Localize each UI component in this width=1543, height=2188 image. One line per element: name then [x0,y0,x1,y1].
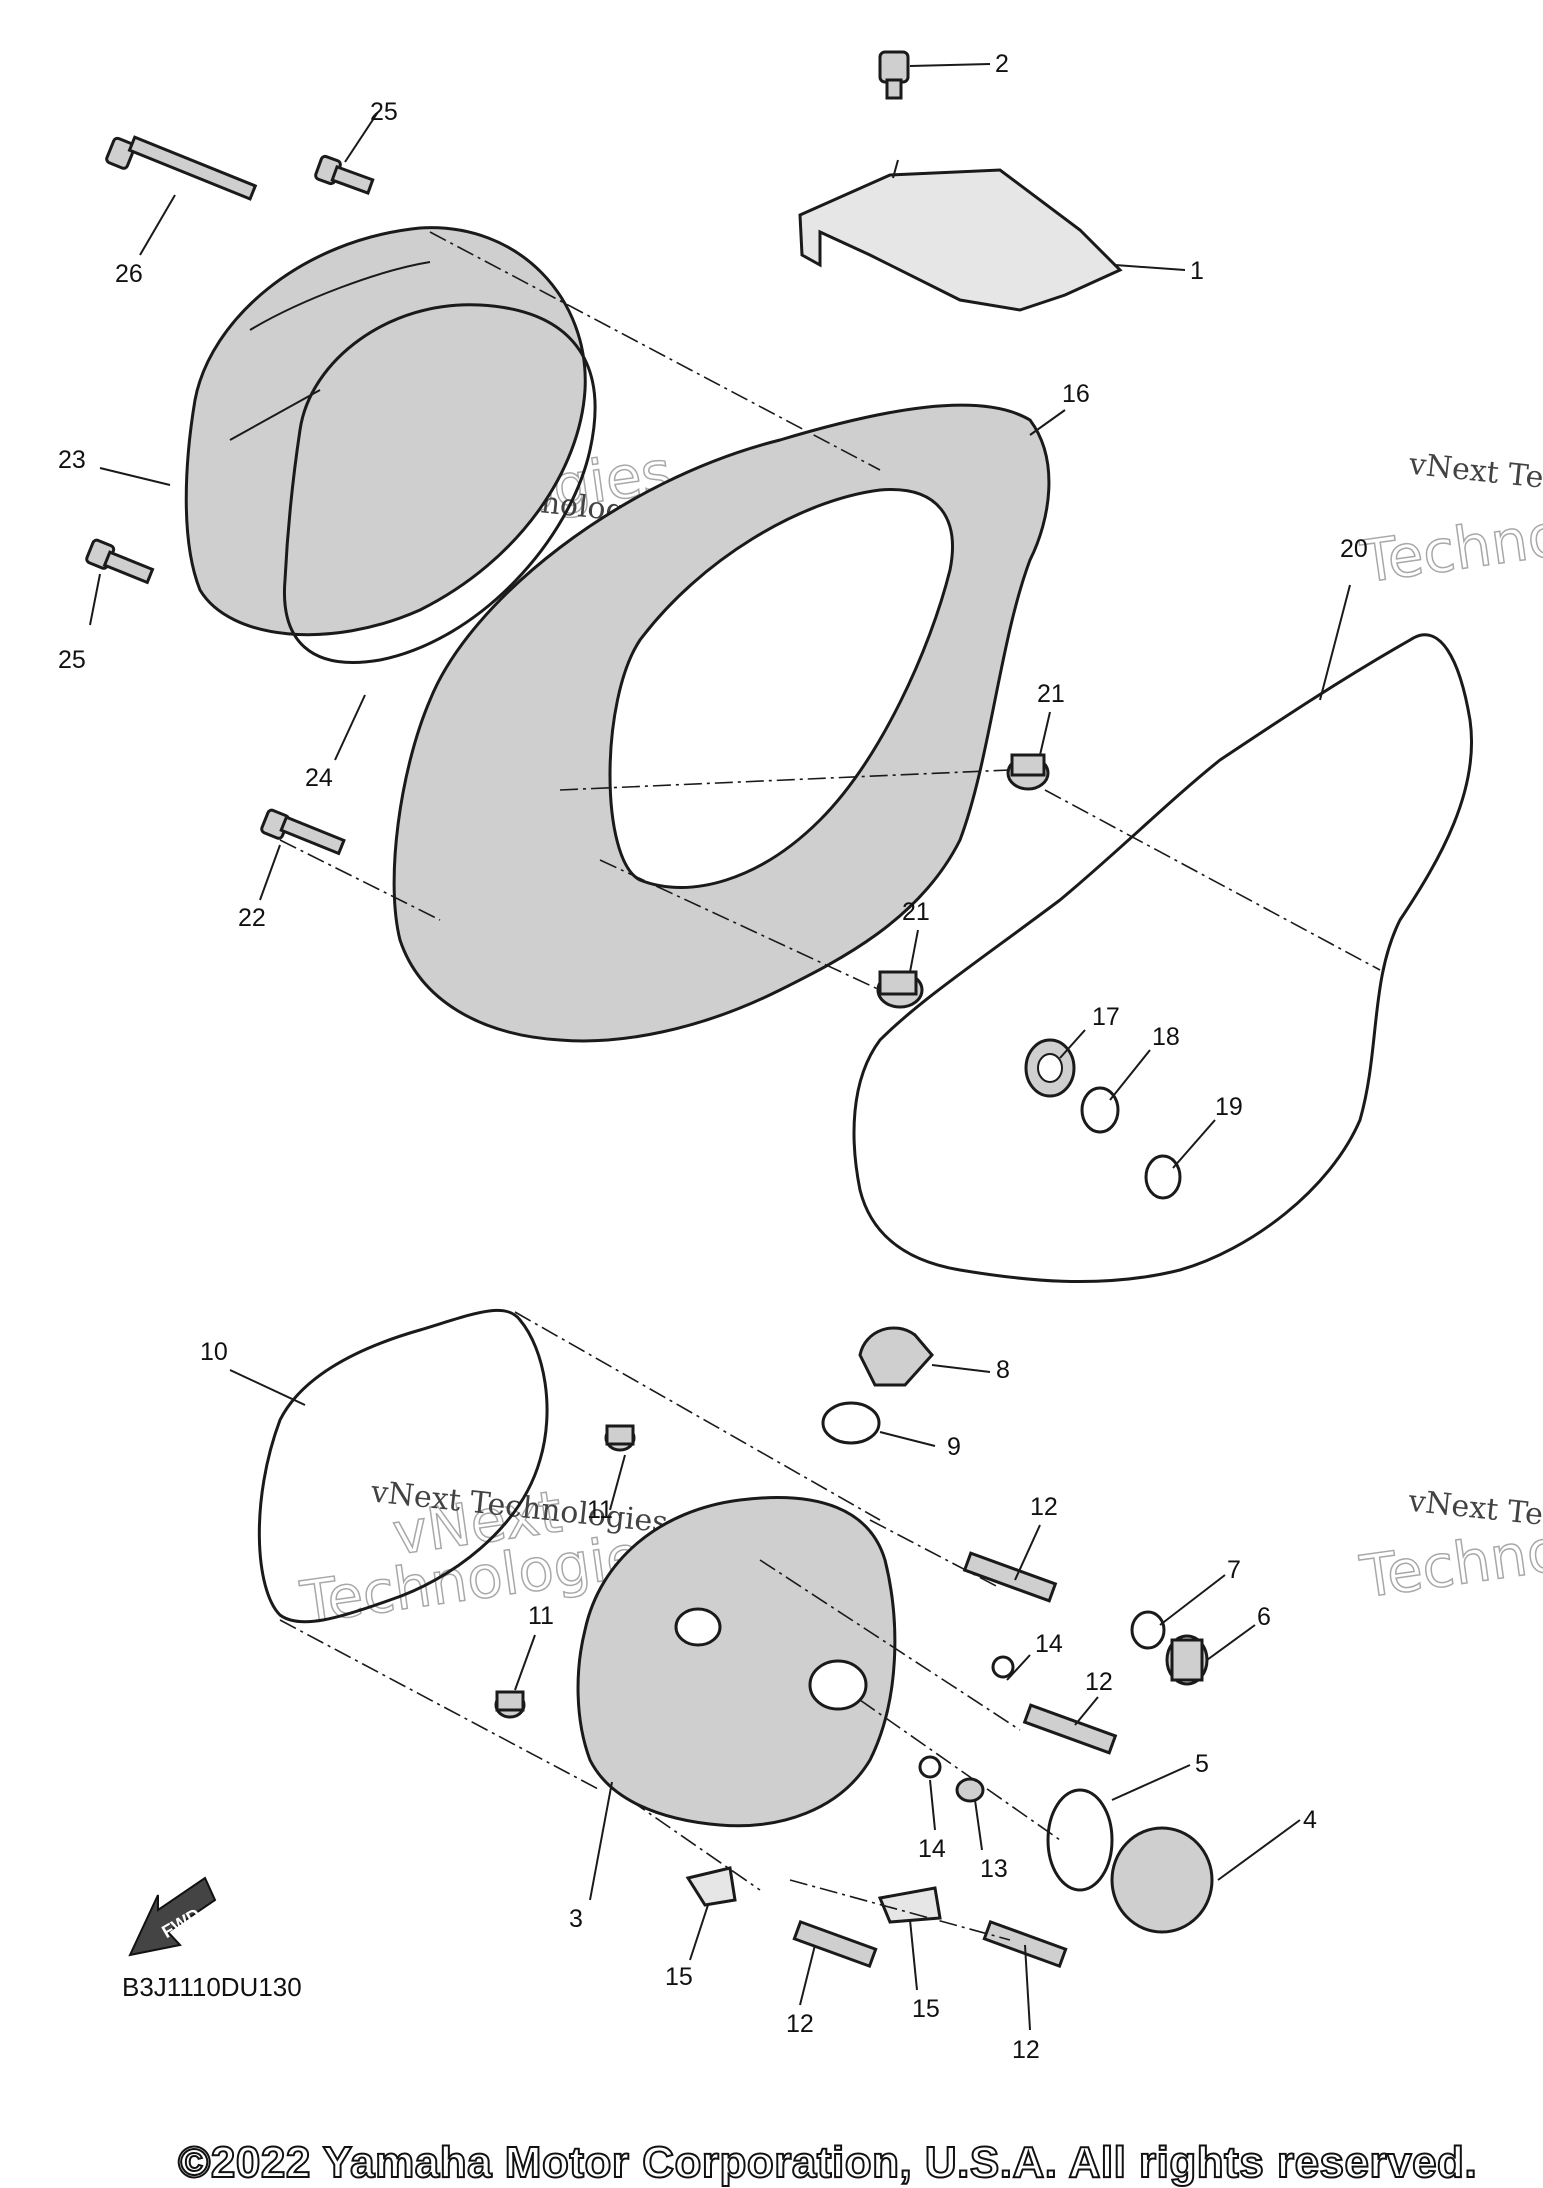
callout-25-upper: 25 [370,98,398,126]
callout-1: 1 [1190,257,1204,285]
part-bolt-12-a [962,1551,1058,1603]
callout-5: 5 [1195,1750,1209,1778]
callout-6: 6 [1257,1603,1271,1631]
part-ring-19 [1144,1154,1182,1200]
callout-15-a: 15 [665,1963,693,1991]
part-dowel-11-upper [604,1424,636,1452]
callout-11-lower: 11 [528,1602,554,1630]
fwd-arrow-icon: FWD [128,1876,217,1957]
part-o-ring-7 [1130,1610,1166,1650]
callout-2: 2 [995,50,1009,78]
watermark-line: vNext Technologies [1406,447,1543,513]
callout-3: 3 [569,1905,583,1933]
part-dowel-21-upper [1006,753,1050,791]
part-bolt-12-d [982,1919,1068,1969]
callout-14-b: 14 [918,1835,946,1863]
part-crankcase-gasket [852,633,1473,1284]
callout-14-a: 14 [1035,1630,1063,1658]
callout-13: 13 [980,1855,1008,1883]
part-bolt-12-c [792,1919,878,1969]
part-plug-6 [1165,1634,1209,1686]
part-washer-14-a [991,1655,1015,1679]
part-washer-14-b [918,1755,942,1779]
alignment-lines [279,231,1381,1941]
callout-17: 17 [1092,1003,1120,1031]
callout-11-upper: 11 [587,1496,613,1524]
part-bolt-22 [260,808,346,856]
part-cover-gasket [282,303,597,664]
callout-21-lower: 21 [902,898,930,926]
watermark-outline-bottom: Technologies [1357,477,1543,596]
callout-21-upper: 21 [1037,680,1065,708]
part-bolt-26 [105,135,258,201]
callout-15-b: 15 [912,1995,940,2023]
part-bolt-12-b [1022,1703,1118,1755]
callout-4: 4 [1303,1806,1317,1834]
part-cover-gasket-10 [257,1308,549,1624]
part-dowel-21-lower [876,970,924,1009]
callout-7: 7 [1227,1556,1241,1584]
callout-16: 16 [1062,380,1090,408]
callout-20: 20 [1340,535,1368,563]
part-dowel-11-lower [494,1690,526,1719]
part-bolt-25-upper [314,154,375,195]
part-oil-seal-17 [1024,1038,1076,1098]
part-guard-plate [798,159,1123,312]
callout-25-lower: 25 [58,646,86,674]
part-bolt-2 [878,50,910,100]
copyright-notice: ©2022 Yamaha Motor Corporation, U.S.A. A… [177,2137,1478,2188]
callout-leaders [89,63,1351,2031]
watermark-right-lower: Technologies vNext Technologies [1355,1484,1543,1612]
callout-numbers: 1 2 3 4 5 6 7 8 9 10 11 11 12 12 12 12 1… [58,50,1368,2064]
callout-8: 8 [996,1356,1010,1384]
part-bolt-25-lower [85,538,155,585]
callout-23: 23 [58,446,86,474]
callout-18: 18 [1152,1023,1180,1051]
callout-26: 26 [115,260,143,288]
part-clamp-15-b [877,1886,942,1924]
callout-9: 9 [947,1433,961,1461]
callout-19: 19 [1215,1093,1243,1121]
callout-22: 22 [238,904,266,932]
part-o-ring-9 [821,1401,881,1445]
part-plug-8 [858,1326,934,1387]
diagram-code: B3J1110DU130 [122,1972,302,2002]
callout-12-a: 12 [1030,1493,1058,1521]
part-clamp-15-a [685,1866,737,1907]
callout-12-c: 12 [786,2010,814,2038]
part-cap-4 [1110,1826,1214,1934]
part-ring-18 [1080,1086,1120,1134]
part-clutch-cover [184,226,587,637]
part-generator-cover [576,1496,897,1828]
part-washer-13 [955,1777,985,1803]
part-crankcase-cover [392,403,1051,1043]
callout-24: 24 [305,764,333,792]
callout-12-d: 12 [1012,2036,1040,2064]
watermark-right-upper: Technologies vNext Technologies [1356,447,1543,597]
callout-12-b: 12 [1085,1668,1113,1696]
part-o-ring-5 [1046,1788,1114,1892]
callout-10: 10 [200,1338,228,1366]
